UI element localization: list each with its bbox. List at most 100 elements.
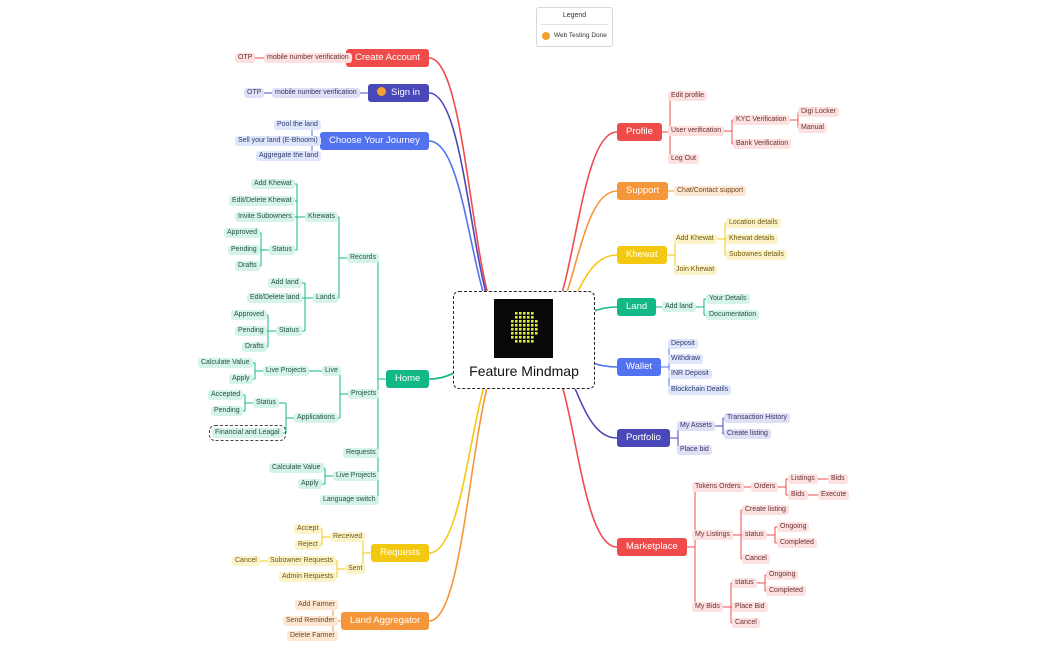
subtopic-node[interactable]: Pending bbox=[211, 406, 243, 416]
subtopic-node[interactable]: Edit/Delete Khewat bbox=[229, 196, 295, 206]
subtopic-node[interactable]: Bids bbox=[788, 490, 808, 500]
branch-topic[interactable]: Wallet bbox=[617, 358, 662, 376]
branch-topic[interactable]: Marketplace bbox=[617, 538, 687, 556]
subtopic-node[interactable]: Admin Requests bbox=[279, 572, 337, 582]
sign-in-branch[interactable]: Sign in bbox=[368, 84, 430, 102]
branch-topic[interactable]: Requests bbox=[371, 544, 430, 562]
subtopic-node[interactable]: mobile number verification bbox=[272, 88, 360, 98]
subtopic-node[interactable]: Ongoing bbox=[777, 522, 810, 532]
subtopic-node[interactable]: KYC Verification bbox=[733, 115, 790, 125]
subtopic-node[interactable]: Language switch bbox=[320, 495, 379, 505]
subtopic-node[interactable]: Documentation bbox=[706, 310, 760, 320]
subtopic-node[interactable]: Transaction History bbox=[724, 413, 791, 423]
subtopic-node[interactable]: Location details bbox=[726, 218, 781, 228]
subtopic-node[interactable]: Completed bbox=[766, 586, 806, 596]
subtopic-node[interactable]: My Listings bbox=[692, 530, 734, 540]
branch-topic[interactable]: Choose Your Journey bbox=[320, 132, 429, 150]
subtopic-node[interactable]: Khewat details bbox=[726, 234, 778, 244]
subtopic-node[interactable]: Add Farmer bbox=[295, 600, 338, 610]
subtopic-node[interactable]: Subownes details bbox=[726, 250, 787, 260]
subtopic-node[interactable]: Your Details bbox=[706, 294, 750, 304]
subtopic-node[interactable]: Sent bbox=[345, 564, 366, 574]
branch-topic[interactable]: Land Aggregator bbox=[341, 612, 430, 630]
subtopic-node[interactable]: Invite Subowners bbox=[235, 212, 295, 222]
subtopic-node[interactable]: Withdraw bbox=[668, 354, 704, 364]
subtopic-node[interactable]: Drafts bbox=[242, 342, 267, 352]
subtopic-node[interactable]: Live Projects bbox=[333, 471, 380, 481]
branch-topic[interactable]: Support bbox=[617, 182, 669, 200]
branch-topic[interactable]: Portfolio bbox=[617, 429, 670, 447]
subtopic-node[interactable]: Completed bbox=[777, 538, 817, 548]
subtopic-node[interactable]: Ongoing bbox=[766, 570, 799, 580]
subtopic-node[interactable]: Orders bbox=[751, 482, 779, 492]
subtopic-node[interactable]: Blockchain Deatils bbox=[668, 385, 732, 395]
subtopic-node[interactable]: My Assets bbox=[677, 421, 715, 431]
subtopic-node[interactable]: Create listing bbox=[742, 505, 789, 515]
subtopic-node[interactable]: Status bbox=[276, 326, 302, 336]
subtopic-node[interactable]: Approved bbox=[231, 310, 267, 320]
subtopic-node[interactable]: Records bbox=[347, 253, 380, 263]
subtopic-node[interactable]: Bids bbox=[828, 474, 848, 484]
subtopic-node[interactable]: OTP bbox=[244, 88, 265, 98]
subtopic-node[interactable]: Add Khewat bbox=[673, 234, 717, 244]
subtopic-node[interactable]: Place bid bbox=[677, 445, 712, 455]
subtopic-node[interactable]: Cancel bbox=[232, 556, 260, 566]
subtopic-node[interactable]: Applications bbox=[294, 413, 338, 423]
subtopic-node[interactable]: Bank Verification bbox=[733, 139, 792, 149]
subtopic-node[interactable]: Status bbox=[253, 398, 279, 408]
subtopic-node[interactable]: Apply bbox=[298, 479, 322, 489]
subtopic-node[interactable]: Accepted bbox=[208, 390, 244, 400]
subtopic-node[interactable]: Edit/Delete land bbox=[247, 293, 303, 303]
subtopic-node[interactable]: Projects bbox=[348, 389, 380, 399]
highlighted-node[interactable]: Financial and Leagal bbox=[209, 425, 286, 441]
subtopic-node[interactable]: Calculate Value bbox=[198, 358, 253, 368]
subtopic-node[interactable]: Cancel bbox=[732, 618, 760, 628]
subtopic-node[interactable]: Sell your land (E-Bhoomi) bbox=[235, 136, 321, 146]
subtopic-node[interactable]: Received bbox=[330, 532, 366, 542]
subtopic-node[interactable]: Aggregate the land bbox=[256, 151, 322, 161]
central-topic[interactable]: Feature Mindmap bbox=[453, 291, 595, 389]
subtopic-node[interactable]: Add land bbox=[268, 278, 302, 288]
subtopic-node[interactable]: Delete Farmer bbox=[287, 631, 338, 641]
subtopic-node[interactable]: Accept bbox=[294, 524, 322, 534]
subtopic-node[interactable]: Live bbox=[322, 366, 341, 376]
subtopic-node[interactable]: User verification bbox=[668, 126, 725, 136]
subtopic-node[interactable]: Send Reminder bbox=[283, 616, 338, 626]
subtopic-node[interactable]: Cancel bbox=[742, 554, 770, 564]
subtopic-node[interactable]: Requests bbox=[343, 448, 379, 458]
subtopic-node[interactable]: Approved bbox=[224, 228, 260, 238]
subtopic-node[interactable]: Execute bbox=[818, 490, 850, 500]
subtopic-node[interactable]: Calculate Value bbox=[269, 463, 324, 473]
subtopic-node[interactable]: Lands bbox=[313, 293, 339, 303]
subtopic-node[interactable]: Tokens Orders bbox=[692, 482, 744, 492]
subtopic-node[interactable]: mobile number verification bbox=[264, 53, 352, 63]
subtopic-node[interactable]: status bbox=[742, 530, 767, 540]
subtopic-node[interactable]: Join Khewat bbox=[673, 265, 718, 275]
branch-topic[interactable]: Land bbox=[617, 298, 657, 316]
subtopic-node[interactable]: Pending bbox=[235, 326, 267, 336]
subtopic-node[interactable]: My Bids bbox=[692, 602, 723, 612]
subtopic-node[interactable]: INR Deposit bbox=[668, 369, 712, 379]
branch-topic[interactable]: Khewat bbox=[617, 246, 667, 264]
subtopic-node[interactable]: Create listing bbox=[724, 429, 771, 439]
subtopic-node[interactable]: status bbox=[732, 578, 757, 588]
subtopic-node[interactable]: Apply bbox=[229, 374, 253, 384]
subtopic-node[interactable]: Khewats bbox=[305, 212, 338, 222]
branch-topic[interactable]: Home bbox=[386, 370, 430, 388]
subtopic-node[interactable]: OTP bbox=[235, 53, 256, 63]
subtopic-node[interactable]: Deposit bbox=[668, 339, 698, 349]
subtopic-node[interactable]: Add Khewat bbox=[251, 179, 295, 189]
subtopic-node[interactable]: Edit profile bbox=[668, 91, 708, 101]
subtopic-node[interactable]: Status bbox=[269, 245, 295, 255]
branch-topic[interactable]: Profile bbox=[617, 123, 662, 141]
subtopic-node[interactable]: Pool the land bbox=[274, 120, 321, 130]
subtopic-node[interactable]: Subowner Requests bbox=[267, 556, 337, 566]
subtopic-node[interactable]: Reject bbox=[295, 540, 321, 550]
subtopic-node[interactable]: Listings bbox=[788, 474, 818, 484]
subtopic-node[interactable]: Live Projects bbox=[263, 366, 310, 376]
subtopic-node[interactable]: Chat/Contact support bbox=[674, 186, 747, 196]
subtopic-node[interactable]: Drafts bbox=[235, 261, 260, 271]
subtopic-node[interactable]: Log Out bbox=[668, 154, 699, 164]
subtopic-node[interactable]: Add land bbox=[662, 302, 696, 312]
subtopic-node[interactable]: Manual bbox=[798, 123, 827, 133]
